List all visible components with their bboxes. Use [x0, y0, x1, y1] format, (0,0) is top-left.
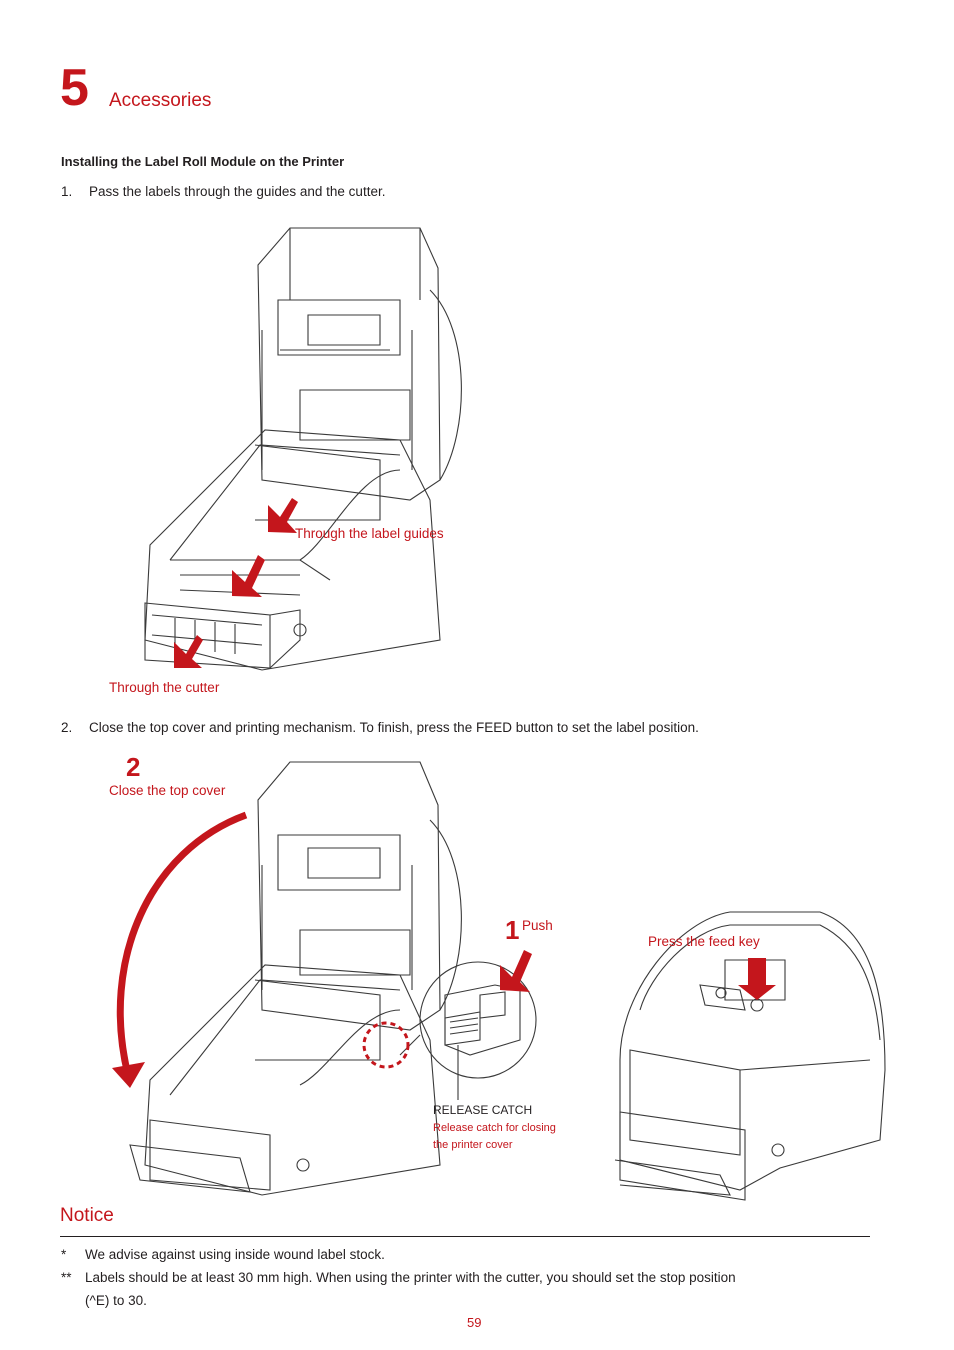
notice-item-2-text: Labels should be at least 30 mm high. Wh… [85, 1270, 736, 1285]
step-1-text: Pass the labels through the guides and t… [89, 184, 386, 199]
section-title: Installing the Label Roll Module on the … [61, 154, 345, 169]
notice-item-2-marker: ** [61, 1270, 72, 1285]
release-catch-line-1: Release catch for closing [433, 1122, 556, 1134]
notice-item-1-marker: * [61, 1247, 67, 1262]
printer-close-illustration [112, 761, 886, 1201]
page-number: 59 [467, 1315, 482, 1330]
release-catch-title: RELEASE CATCH [433, 1103, 533, 1117]
chapter-number: 5 [60, 59, 89, 117]
notice-item-2-continuation: (^E) to 30. [85, 1293, 147, 1308]
step-badge-2: 2 [126, 752, 141, 782]
callout-push: Push [522, 918, 553, 933]
step-2-marker: 2. [61, 720, 73, 735]
notice-item-1-text: We advise against using inside wound lab… [85, 1247, 385, 1262]
chapter-title: Accessories [109, 90, 212, 111]
step-1-marker: 1. [61, 184, 73, 199]
printer-open-illustration [144, 227, 462, 671]
callout-close-top-cover: Close the top cover [109, 783, 226, 798]
callout-feed-key: Press the feed key [648, 934, 760, 949]
callout-label-guides: Through the label guides [295, 526, 444, 541]
callout-cutter: Through the cutter [109, 680, 220, 695]
notice-title: Notice [60, 1205, 114, 1226]
step-2-text: Close the top cover and printing mechani… [89, 720, 699, 735]
release-catch-line-2: the printer cover [433, 1139, 513, 1151]
notice-divider [60, 1236, 870, 1237]
step-badge-1: 1 [505, 915, 520, 945]
